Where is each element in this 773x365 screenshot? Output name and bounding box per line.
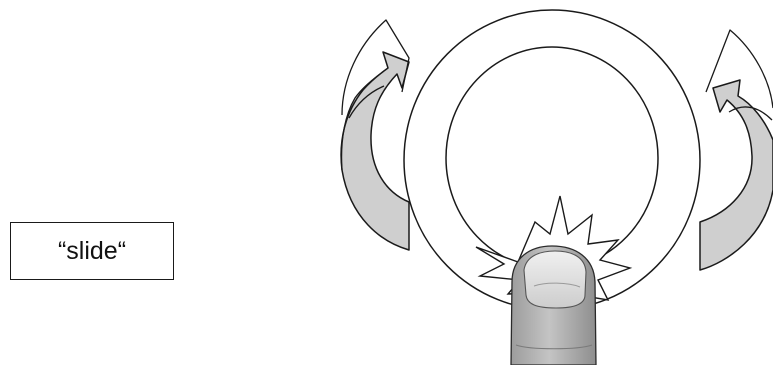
finger-icon [511, 246, 596, 365]
right-rotation-arrow-icon [700, 30, 773, 270]
left-rotation-arrow-icon [341, 20, 409, 250]
